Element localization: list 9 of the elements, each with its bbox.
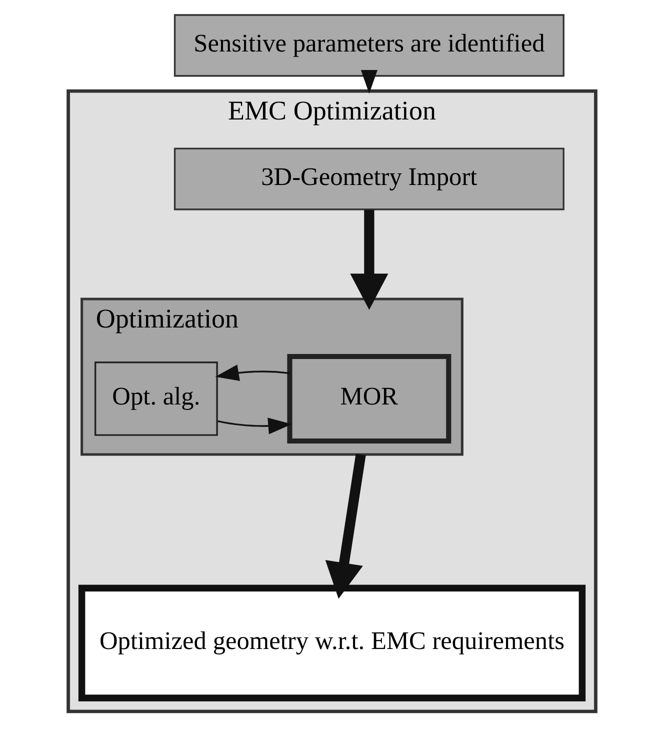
arrow: [325, 454, 366, 599]
arrow: [360, 70, 378, 94]
node-box: Optimized geometry w.r.t. EMC requirements: [78, 584, 586, 702]
arrow: [218, 418, 292, 434]
node-box: Opt. alg.: [94, 362, 218, 436]
node-box: 3D-Geometry Import: [174, 148, 564, 210]
arrow: [215, 364, 290, 382]
arrow: [350, 210, 388, 310]
node-box: MOR: [287, 354, 452, 444]
